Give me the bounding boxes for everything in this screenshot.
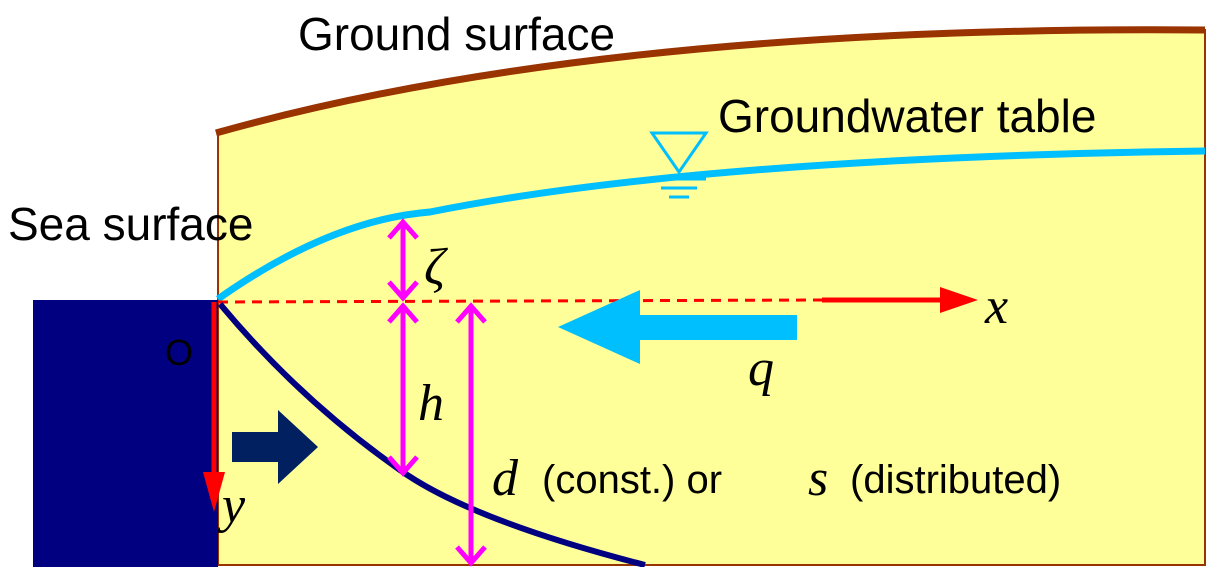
x-symbol: x (984, 278, 1008, 335)
const-annotation: (const.) or (542, 458, 722, 502)
h-dimension (387, 302, 419, 477)
groundwater-table-label: Groundwater table (718, 90, 1096, 142)
y-symbol: y (217, 477, 246, 534)
intrusion-arrow (232, 410, 318, 484)
s-symbol: s (808, 450, 828, 507)
q-symbol: q (748, 340, 774, 397)
ground-surface-label: Ground surface (298, 8, 615, 60)
x-axis-arrow (822, 287, 978, 313)
y-axis-arrow (203, 302, 225, 512)
groundwater-table-line (215, 147, 1206, 302)
origin-label: O (165, 332, 193, 373)
ground-surface-line (215, 26, 1206, 137)
zeta-dimension (387, 218, 419, 302)
zeta-symbol: ζ (424, 239, 448, 296)
distributed-annotation: (distributed) (850, 458, 1061, 502)
h-symbol: h (418, 375, 444, 432)
sea-surface-label: Sea surface (8, 198, 253, 250)
sea-block (33, 300, 218, 567)
flow-arrow (558, 290, 797, 364)
water-table-symbol-icon (649, 131, 709, 199)
d-symbol: d (492, 450, 519, 507)
d-dimension (455, 302, 487, 567)
